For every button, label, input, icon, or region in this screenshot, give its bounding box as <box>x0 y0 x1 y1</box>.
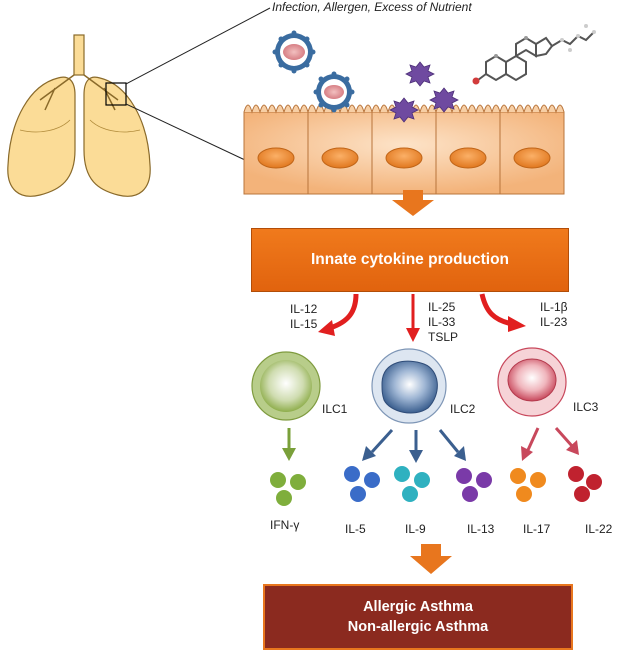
epithelium-icon <box>243 104 565 195</box>
ilc3-label: ILC3 <box>573 400 599 414</box>
arrow-ilc3-to-il22-icon <box>554 427 579 455</box>
arrow-ilc2-to-il9-icon <box>409 430 423 463</box>
arrow-ilc1-to-ifng-icon <box>282 428 296 461</box>
virus-icon <box>272 30 316 74</box>
il5-molecule-icon <box>344 466 380 502</box>
il17-label: IL-17 <box>523 522 551 536</box>
il9-molecule-icon <box>394 466 430 502</box>
arrow-ilc2-to-il13-icon <box>438 429 466 461</box>
il9-label: IL-9 <box>405 522 426 536</box>
ilc3-cell-icon <box>497 347 567 417</box>
il13-label: IL-13 <box>467 522 495 536</box>
zoom-line-bottom <box>125 103 246 161</box>
arrow-to-ilc2-icon <box>406 294 420 342</box>
virus-icon <box>313 71 355 113</box>
arrow-to-ilc3-icon <box>479 293 526 332</box>
zoom-line-top <box>125 7 271 85</box>
ifng-molecule-icon <box>270 472 306 506</box>
ifng-label: IFN-γ <box>270 518 300 532</box>
signal-label-right: IL-1β IL-23 <box>540 300 568 329</box>
ilc2-cell-icon <box>371 348 447 424</box>
nonallergic-asthma-label: Non-allergic Asthma <box>347 619 489 635</box>
allergic-asthma-label: Allergic Asthma <box>363 599 473 615</box>
ilc1-cell-icon <box>251 351 321 421</box>
arrow-down-icon <box>410 544 452 574</box>
arrow-to-ilc1-icon <box>318 293 359 336</box>
lungs-icon <box>7 34 151 197</box>
molecule-icon <box>472 24 596 85</box>
il5-label: IL-5 <box>345 522 366 536</box>
innate-cytokine-box: Innate cytokine production <box>251 228 569 292</box>
il17-molecule-icon <box>510 468 546 502</box>
il22-molecule-icon <box>568 466 602 502</box>
innate-cytokine-label: Innate cytokine production <box>310 251 510 268</box>
il13-molecule-icon <box>456 468 492 502</box>
stimuli-title: Infection, Allergen, Excess of Nutrient <box>272 0 472 14</box>
ilc1-label: ILC1 <box>322 402 348 416</box>
allergen-icon <box>389 61 459 123</box>
arrow-ilc2-to-il5-icon <box>362 428 394 461</box>
signal-label-center: IL-25 IL-33 TSLP <box>428 300 459 344</box>
ilc2-label: ILC2 <box>450 402 476 416</box>
arrow-ilc3-to-il17-icon <box>521 427 540 461</box>
signal-label-left: IL-12 IL-15 <box>290 302 318 331</box>
asthma-outcome-box: Allergic Asthma Non-allergic Asthma <box>263 584 573 650</box>
il22-label: IL-22 <box>585 522 613 536</box>
arrow-down-icon <box>392 190 434 216</box>
